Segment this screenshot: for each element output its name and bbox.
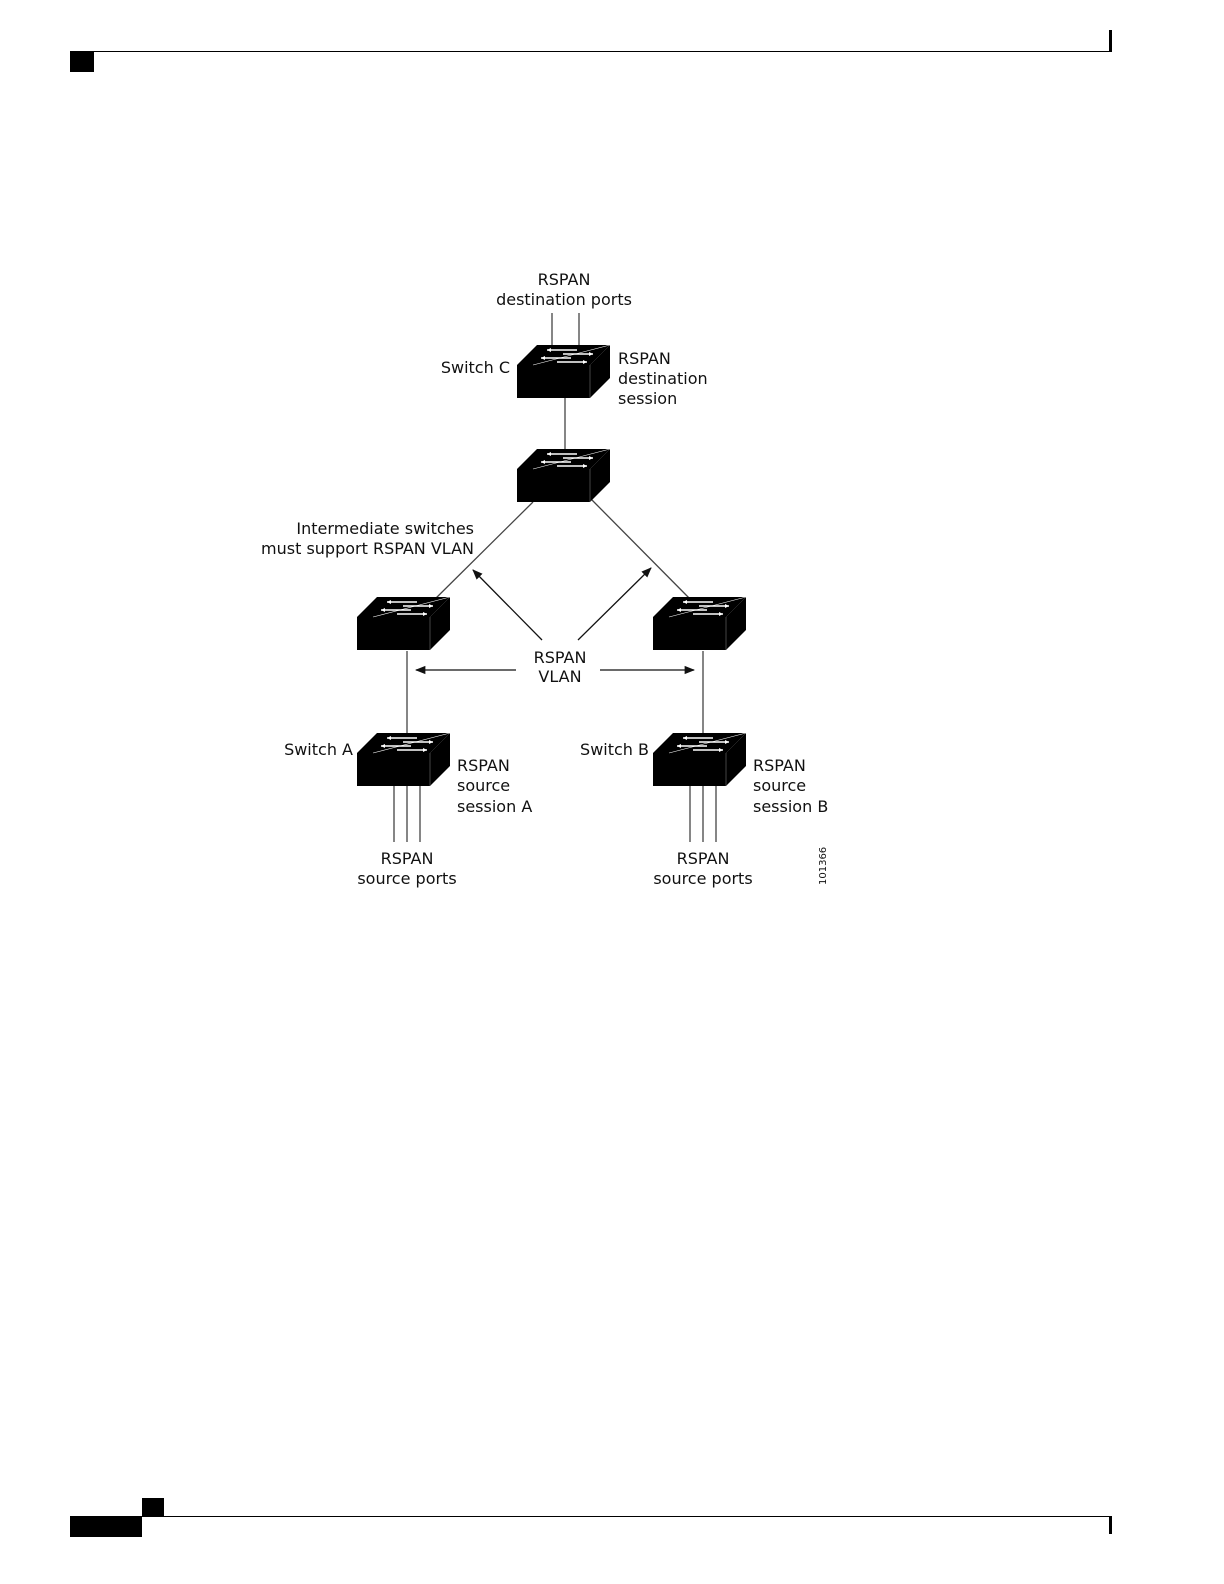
dest-ports-label-line1: RSPAN: [538, 270, 591, 289]
intermediate-switch-top: [517, 449, 610, 502]
dest-session-label-line2: destination: [618, 369, 708, 388]
source-session-a-line2: source: [457, 776, 510, 795]
rspan-vlan-label-line2: VLAN: [538, 667, 581, 686]
intermediate-label-line2: must support RSPAN VLAN: [261, 539, 474, 558]
intermediate-label-line1: Intermediate switches: [296, 519, 474, 538]
source-session-b-line2: source: [753, 776, 806, 795]
switch-b-label: Switch B: [580, 740, 649, 759]
dest-session-label-line3: session: [618, 389, 677, 408]
dest-session-label-line1: RSPAN: [618, 349, 671, 368]
rspan-vlan-label-line1: RSPAN: [534, 648, 587, 667]
source-session-b-line3: session B: [753, 797, 828, 816]
intermediate-switch-left: [357, 597, 450, 650]
source-ports-a-line2: source ports: [357, 869, 456, 888]
intermediate-switch-right: [653, 597, 746, 650]
switch-a: [357, 733, 450, 786]
source-session-a-line3: session A: [457, 797, 532, 816]
source-ports-b-line1: RSPAN: [677, 849, 730, 868]
footer-marker-small: [142, 1498, 164, 1517]
switch-c: [517, 345, 610, 398]
footer-rule: [70, 1516, 1112, 1517]
source-session-a-line1: RSPAN: [457, 756, 510, 775]
switch-c-label: Switch C: [441, 358, 510, 377]
source-session-b-line1: RSPAN: [753, 756, 806, 775]
switch-a-label: Switch A: [284, 740, 353, 759]
dest-ports-label-line2: destination ports: [496, 290, 632, 309]
source-ports-b-line2: source ports: [653, 869, 752, 888]
switch-b: [653, 733, 746, 786]
source-ports-a-line1: RSPAN: [381, 849, 434, 868]
footer-marker: [70, 1517, 142, 1537]
footer-tick: [1109, 1517, 1112, 1534]
figure-id: 101366: [818, 847, 829, 885]
